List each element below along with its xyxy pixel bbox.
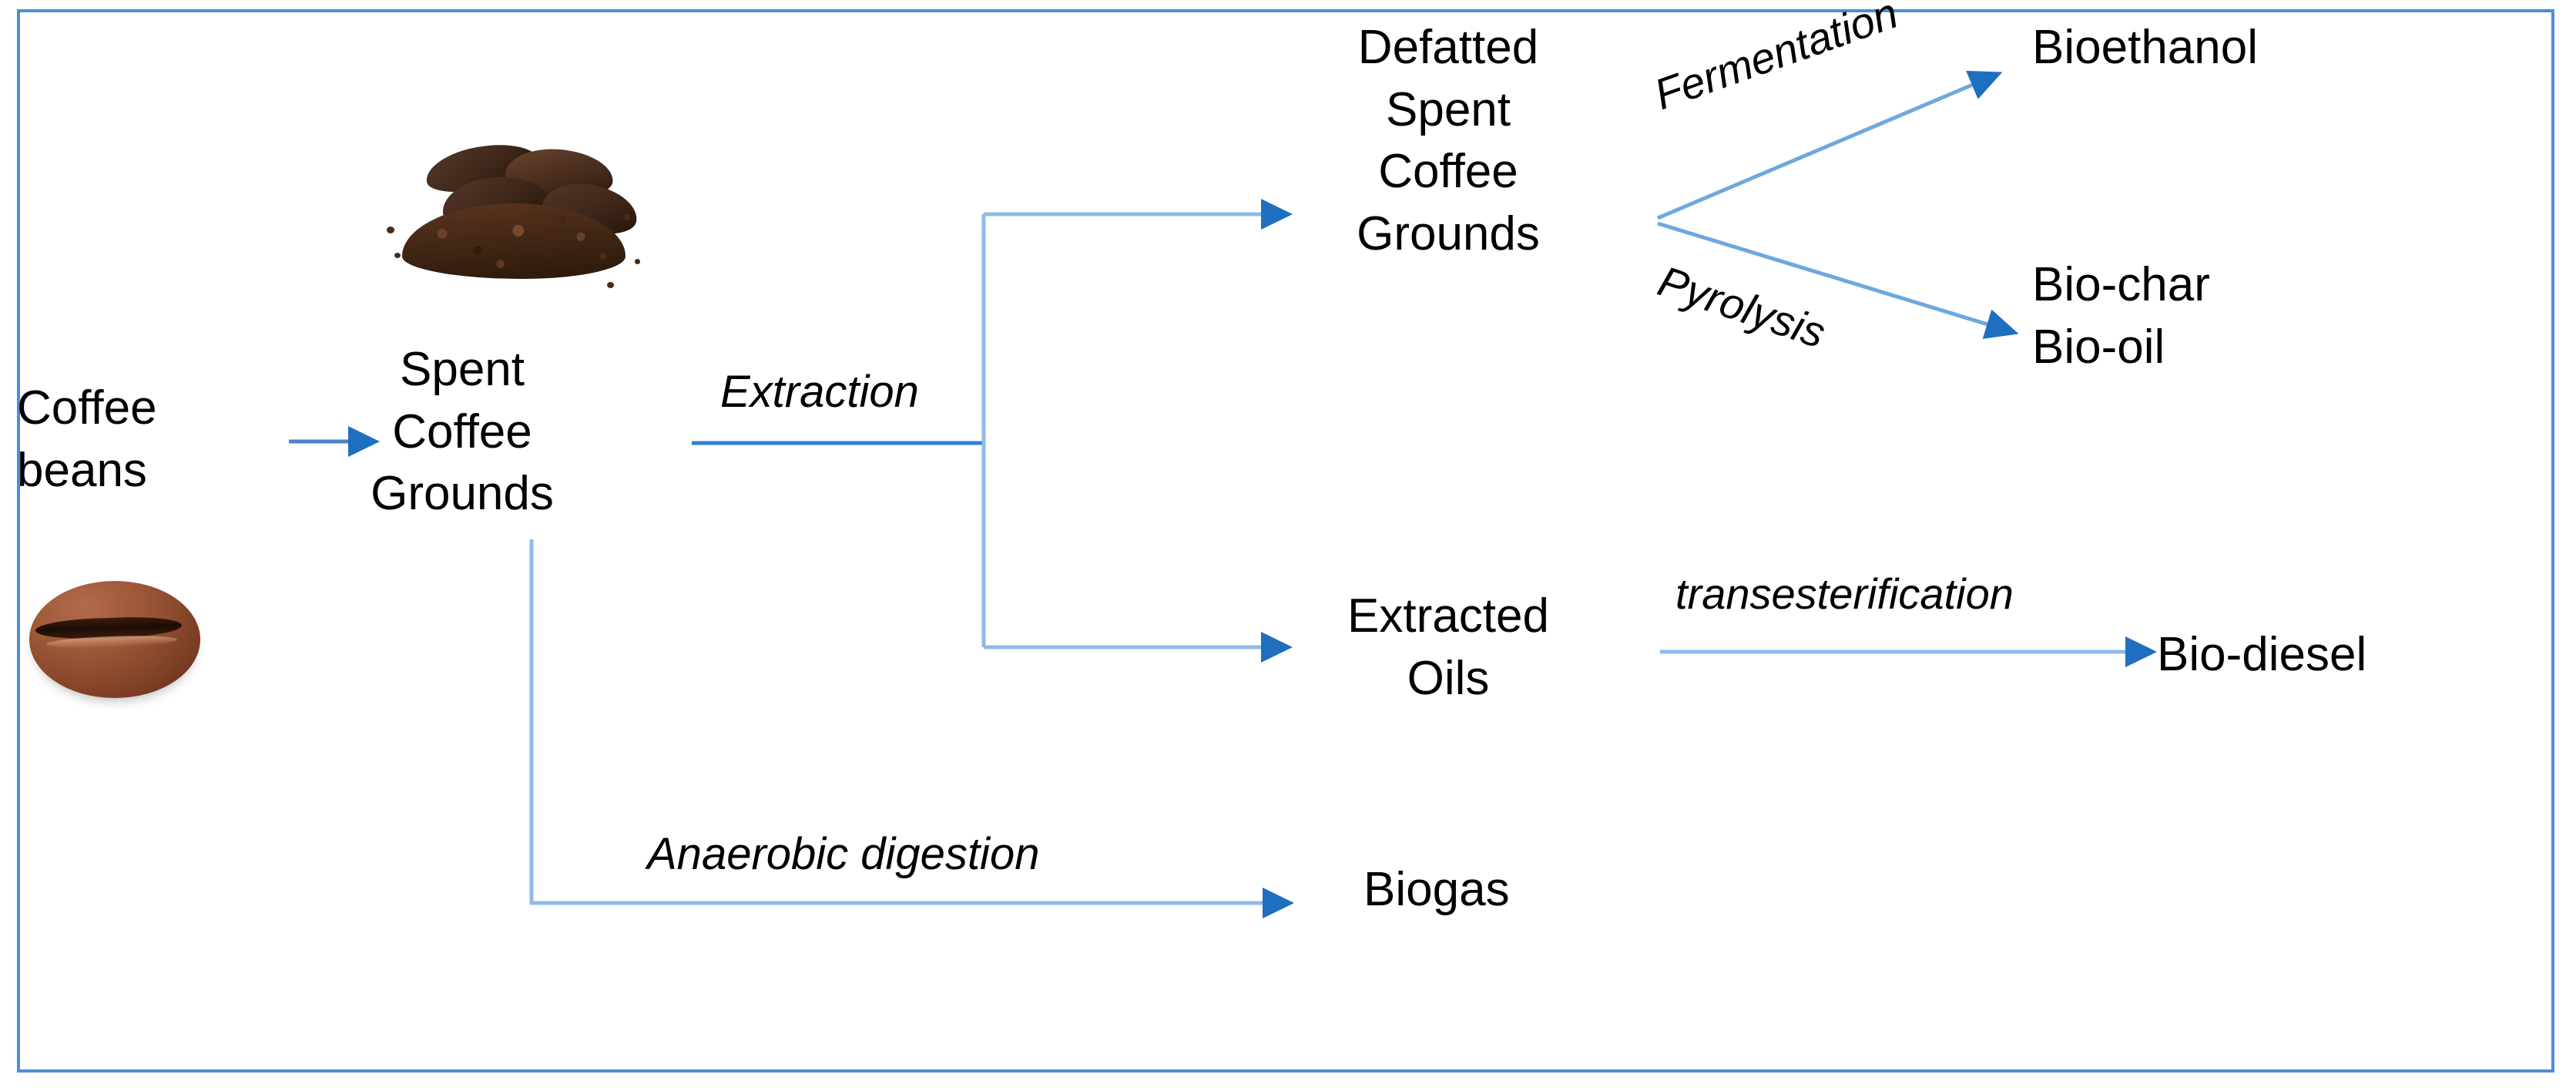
node-biochar-biooil: Bio-char Bio-oil (2032, 258, 2210, 374)
node-biodiesel: Bio-diesel (2157, 628, 2367, 681)
edge-label-extraction: Extraction (720, 367, 919, 417)
coffee-bean-photo (23, 570, 206, 709)
edge-label-anaerobic-digestion: Anaerobic digestion (647, 829, 1040, 879)
edge-label-transesterification: transesterification (1675, 569, 2014, 618)
node-spent-coffee-grounds: Spent Coffee Grounds (371, 343, 554, 521)
node-biogas: Biogas (1363, 863, 1510, 916)
node-extracted-oils: Extracted Oils (1347, 589, 1549, 705)
node-defatted-spent-coffee-grounds: Defatted Spent Coffee Grounds (1357, 21, 1540, 260)
node-bioethanol: Bioethanol (2032, 21, 2259, 74)
node-coffee-beans: Coffee beans (17, 381, 157, 497)
spent-coffee-grounds-photo (376, 129, 644, 313)
